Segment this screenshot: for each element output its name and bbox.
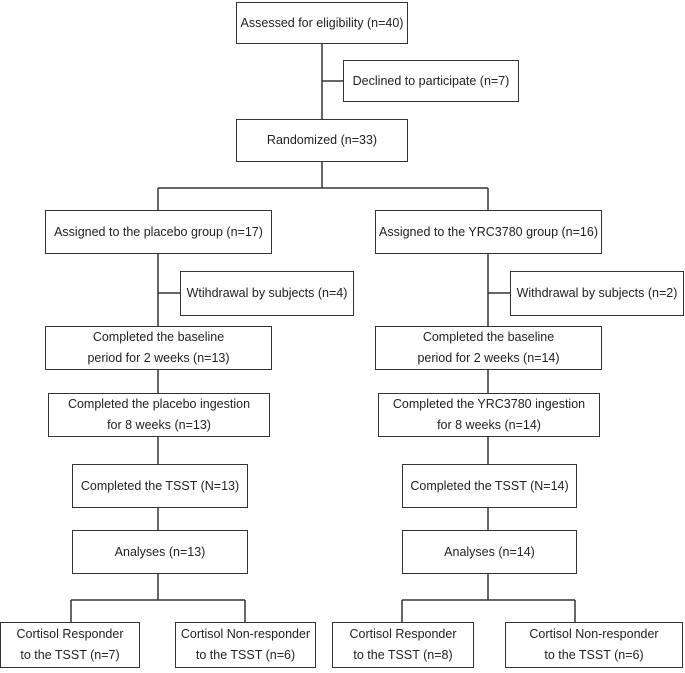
placebo-assigned-box: Assigned to the placebo group (n=17): [45, 210, 272, 254]
box-text: to the TSST (n=6): [544, 648, 644, 662]
box-text: to the TSST (n=7): [20, 648, 120, 662]
box-text: Completed the baseline: [422, 330, 555, 344]
yrc-nonresponder-box: Cortisol Non-responder to the TSST (n=6): [505, 622, 683, 668]
box-text: Cortisol Responder: [16, 627, 124, 641]
box-text: Completed the TSST (N=14): [410, 478, 569, 493]
box-text: Assigned to the placebo group (n=17): [54, 224, 263, 239]
yrc-assigned-box: Assigned to the YRC3780 group (n=16): [375, 210, 602, 254]
placebo-ingestion-box: Completed the placebo ingestion for 8 wee…: [48, 393, 270, 437]
box-text: Cortisol Responder: [349, 627, 457, 641]
yrc-responder-box: Cortisol Responder to the TSST (n=8): [332, 622, 474, 668]
box-text: Analyses (n=14): [444, 544, 535, 559]
yrc-withdrawal-box: Withdrawal by subjects (n=2): [510, 271, 684, 316]
assessed-box: Assessed for eligibility (n=40): [236, 2, 408, 44]
declined-box: Declined to participate (n=7): [343, 60, 519, 102]
box-text: for 8 weeks (n=13): [107, 418, 211, 432]
box-text: Analyses (n=13): [114, 544, 206, 559]
box-text: Withdrawal by subjects (n=2): [516, 286, 678, 300]
placebo-responder-box: Cortisol Responder to the TSST (n=7): [0, 622, 140, 668]
box-text: Cortisol Non-responder: [529, 627, 659, 641]
placebo-baseline-box: Completed the baseline period for 2 weeks…: [45, 326, 272, 370]
yrc-tsst-box: Completed the TSST (N=14): [402, 464, 577, 508]
box-text: to the TSST (n=8): [353, 648, 453, 662]
yrc-ingestion-box: Completed the YRC3780 ingestion for 8 wee…: [378, 393, 600, 437]
box-text: Completed the YRC3780 ingestion: [392, 397, 586, 411]
placebo-nonresponder-box: Cortisol Non-responder to the TSST (n=6): [175, 622, 316, 668]
box-text: Assessed for eligibility (n=40): [240, 15, 404, 30]
yrc-analyses-box: Analyses (n=14): [402, 530, 577, 574]
box-text: Cortisol Non-responder: [180, 627, 311, 641]
box-text: Wtihdrawal by subjects (n=4): [186, 286, 348, 300]
box-text: Randomized (n=33): [266, 133, 378, 147]
yrc-baseline-box: Completed the baseline period for 2 weeks…: [375, 326, 602, 370]
box-text: Completed the placebo ingestion: [67, 397, 251, 411]
box-text: Completed the TSST (N=13): [80, 478, 240, 493]
box-text: Declined to participate (n=7): [352, 73, 510, 88]
box-text: Completed the baseline: [92, 330, 225, 344]
box-text: Assigned to the YRC3780 group (n=16): [378, 224, 598, 239]
placebo-tsst-box: Completed the TSST (N=13): [72, 464, 248, 508]
randomized-box: Randomized (n=33): [236, 119, 408, 162]
box-text: period for 2 weeks (n=14): [417, 351, 560, 365]
placebo-withdrawal-box: Wtihdrawal by subjects (n=4): [180, 271, 354, 316]
box-text: to the TSST (n=6): [195, 648, 296, 662]
box-text: for 8 weeks (n=14): [437, 418, 541, 432]
box-text: period for 2 weeks (n=13): [87, 351, 230, 365]
placebo-analyses-box: Analyses (n=13): [72, 530, 248, 574]
